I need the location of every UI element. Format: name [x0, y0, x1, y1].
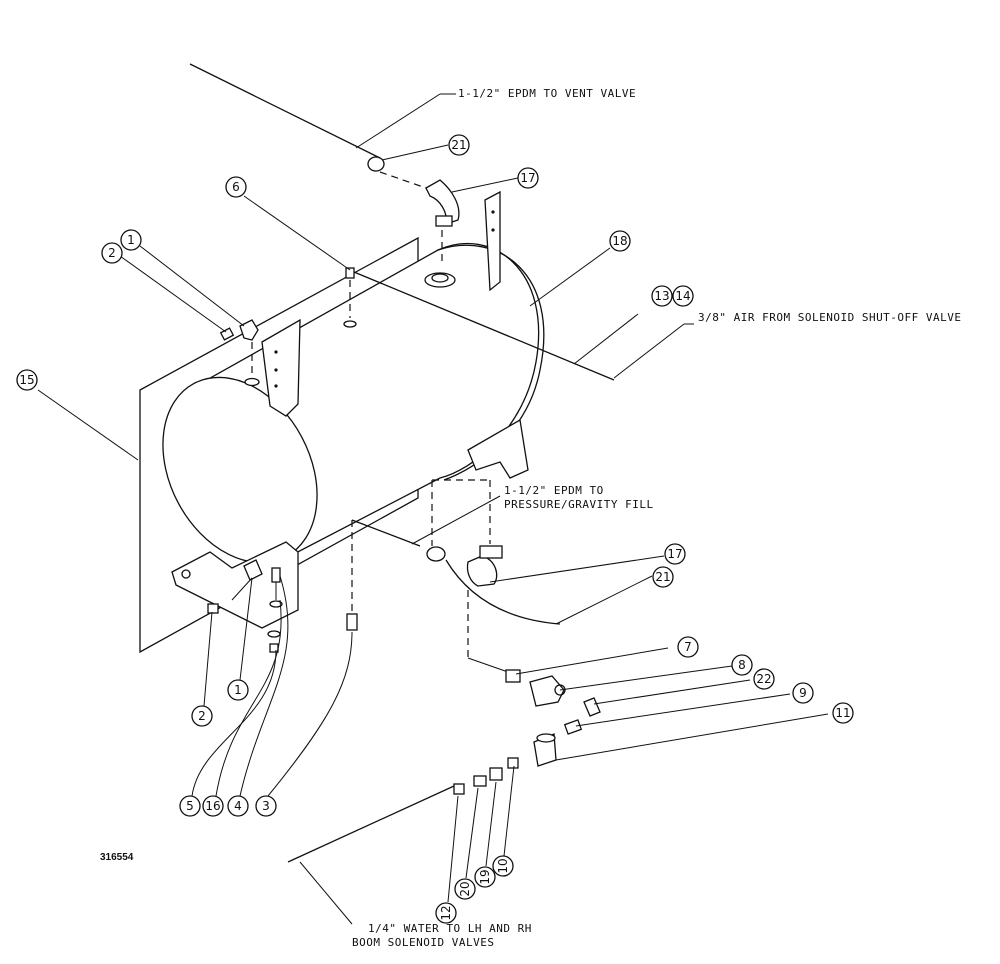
balloon-2-top: 2 — [101, 242, 123, 264]
balloon-1-top: 1 — [120, 229, 142, 251]
svg-text:17: 17 — [520, 171, 535, 185]
vent-hose-line — [189, 63, 456, 159]
water-line — [287, 785, 455, 925]
svg-text:6: 6 — [232, 180, 240, 194]
svg-text:11: 11 — [835, 706, 850, 720]
mounting-plate — [139, 236, 419, 654]
svg-text:2: 2 — [198, 709, 206, 723]
drawing-ref-number: 316554 — [100, 852, 134, 863]
fill-hose-callout-2: PRESSURE/GRAVITY FILL — [504, 498, 654, 511]
fitting-bottom — [207, 520, 358, 653]
callout-labels: 1-1/2" EPDM TO VENT VALVE 3/8" AIR FROM … — [100, 87, 962, 949]
leader-lines — [37, 144, 829, 903]
balloon-14: 14 — [672, 285, 694, 307]
balloon-22: 22 — [753, 668, 775, 690]
balloon-8: 8 — [731, 654, 753, 676]
svg-text:20: 20 — [458, 881, 472, 896]
balloon-5: 5 — [179, 795, 201, 817]
air-line — [353, 271, 694, 381]
svg-text:16: 16 — [205, 799, 220, 813]
balloon-15: 15 — [16, 369, 38, 391]
svg-text:21: 21 — [451, 138, 466, 152]
fitting-1-top — [219, 319, 260, 387]
part-balloons: 21 17 6 18 1 2 13 14 15 17 21 7 8 22 9 1… — [16, 134, 854, 924]
svg-text:3: 3 — [262, 799, 270, 813]
water-tank — [162, 242, 545, 564]
balloon-20: 20 — [454, 878, 476, 900]
fill-elbow — [426, 479, 503, 587]
balloon-21-top: 21 — [448, 134, 470, 156]
fitting-6 — [343, 267, 357, 328]
svg-text:8: 8 — [738, 658, 746, 672]
balloon-6: 6 — [225, 176, 247, 198]
svg-text:14: 14 — [675, 289, 690, 303]
balloon-17-top: 17 — [517, 167, 539, 189]
rear-bracket — [467, 190, 529, 479]
balloon-9: 9 — [792, 682, 814, 704]
svg-text:1: 1 — [127, 233, 135, 247]
water-line-callout-2: BOOM SOLENOID VALVES — [352, 936, 494, 949]
vent-hose-callout: 1-1/2" EPDM TO VENT VALVE — [458, 87, 636, 100]
svg-text:4: 4 — [234, 799, 242, 813]
svg-text:9: 9 — [799, 686, 807, 700]
balloon-10: 10 — [492, 855, 514, 877]
balloon-11: 11 — [832, 702, 854, 724]
svg-text:17: 17 — [667, 547, 682, 561]
balloon-2-bottom: 2 — [191, 705, 213, 727]
balloon-16: 16 — [202, 795, 224, 817]
balloon-12: 12 — [435, 902, 457, 924]
svg-text:19: 19 — [478, 869, 492, 884]
water-line-callout-1: 1/4" WATER TO LH AND RH — [368, 922, 532, 935]
air-line-callout: 3/8" AIR FROM SOLENOID SHUT-OFF VALVE — [698, 311, 962, 324]
balloon-4: 4 — [227, 795, 249, 817]
front-bracket — [261, 318, 301, 417]
balloon-19: 19 — [474, 866, 496, 888]
svg-text:5: 5 — [186, 799, 194, 813]
valve-assembly — [453, 590, 601, 795]
svg-text:22: 22 — [756, 672, 771, 686]
balloon-13: 13 — [651, 285, 673, 307]
svg-text:2: 2 — [108, 246, 116, 260]
svg-text:18: 18 — [612, 234, 627, 248]
fill-hose-line — [351, 495, 561, 625]
svg-text:7: 7 — [684, 640, 692, 654]
balloon-18: 18 — [609, 230, 631, 252]
balloon-17-mid: 17 — [664, 543, 686, 565]
svg-text:21: 21 — [655, 570, 670, 584]
svg-text:13: 13 — [654, 289, 669, 303]
balloon-3: 3 — [255, 795, 277, 817]
vent-elbow — [367, 156, 460, 262]
svg-text:15: 15 — [19, 373, 34, 387]
svg-text:12: 12 — [439, 905, 453, 920]
balloon-21-mid: 21 — [652, 566, 674, 588]
balloon-1-bottom: 1 — [227, 679, 249, 701]
lower-saddle — [171, 541, 299, 629]
svg-text:1: 1 — [234, 683, 242, 697]
svg-text:10: 10 — [496, 858, 510, 873]
fill-hose-callout-1: 1-1/2" EPDM TO — [504, 484, 604, 497]
balloon-7: 7 — [677, 636, 699, 658]
